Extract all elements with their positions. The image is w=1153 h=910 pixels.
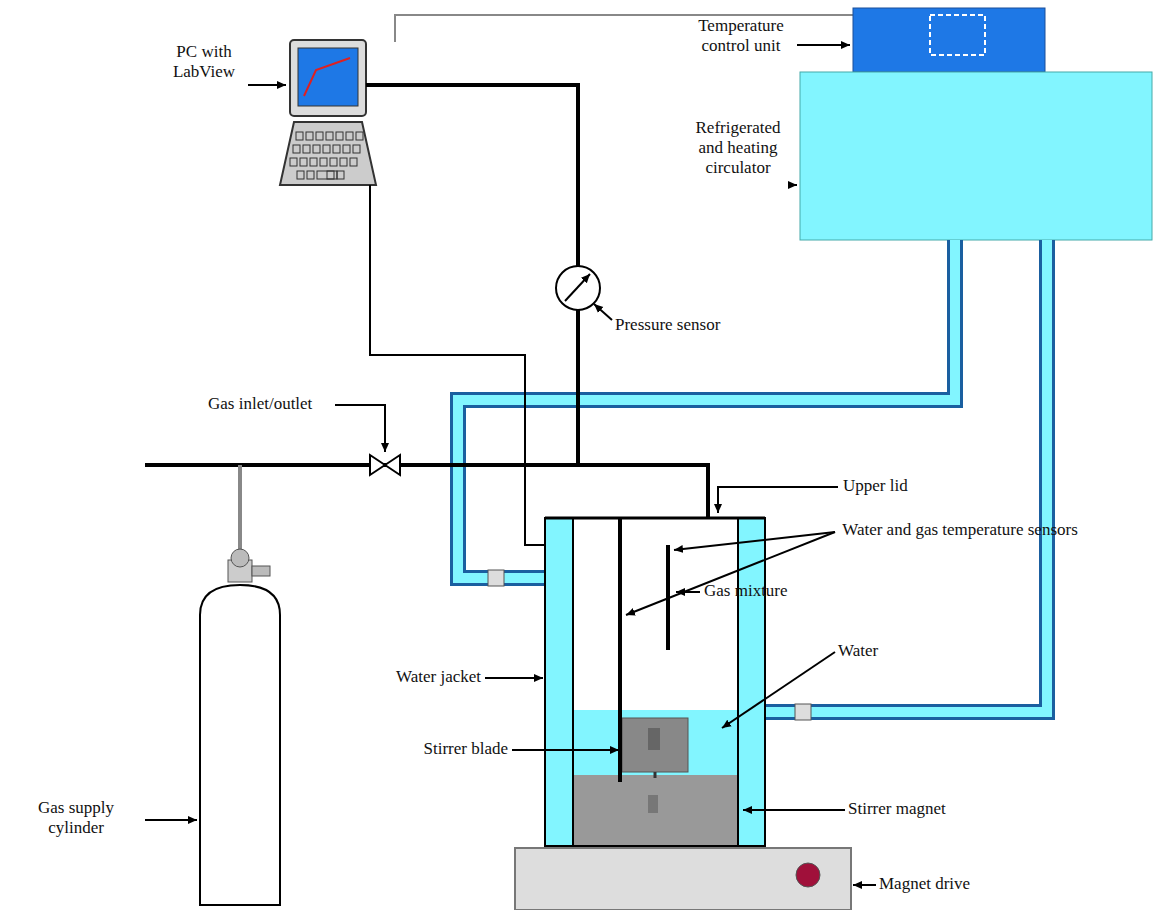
key (326, 132, 333, 140)
temperature-control-unit (853, 8, 1045, 72)
control-display (930, 15, 985, 55)
key (356, 132, 363, 140)
part-label: Water and gas temperature sensors (840, 520, 1080, 540)
key (323, 145, 330, 153)
key (310, 158, 317, 166)
gas-valve (370, 455, 400, 475)
screen-graph (304, 58, 350, 96)
leader-lines (145, 45, 876, 885)
key (340, 158, 347, 166)
key (337, 171, 344, 179)
cylinder-pipe (238, 465, 242, 560)
key (333, 145, 340, 153)
key (317, 171, 337, 179)
coolant-pipe (764, 240, 1047, 712)
key (353, 145, 360, 153)
vessel-wall (737, 518, 739, 905)
cylinder-knob (231, 549, 249, 567)
key (336, 132, 343, 140)
sensor-wire (370, 185, 668, 545)
vessel-wall (572, 518, 574, 905)
drive-knob (796, 863, 820, 887)
key (343, 145, 350, 153)
part-label: Pressure sensor (615, 315, 765, 335)
key (297, 171, 304, 179)
water-temperature-sensor (618, 518, 622, 782)
water-jacket (545, 518, 765, 846)
circulator (800, 72, 1152, 240)
upper-lid (545, 517, 765, 520)
pc-screen (298, 48, 358, 106)
key (327, 171, 334, 179)
key (307, 171, 314, 179)
part-label: Magnet drive (879, 874, 1019, 894)
stirrer-shaft (654, 772, 657, 778)
pressure-line (576, 310, 580, 465)
gauge-needle (565, 274, 590, 301)
part-label: Stirrer magnet (848, 799, 998, 819)
pc-keyboard (280, 122, 376, 185)
key (350, 158, 357, 166)
coolant-pipe (764, 240, 1047, 712)
key (320, 158, 327, 166)
magnet-drive (515, 848, 851, 910)
part-label: Gas mixture (704, 581, 824, 601)
cylinder-outlet (252, 566, 270, 576)
pressure-line (366, 85, 578, 266)
key (303, 145, 310, 153)
water (574, 710, 737, 775)
key (306, 132, 313, 140)
key (313, 145, 320, 153)
key (300, 158, 307, 166)
magnet-core (648, 795, 658, 813)
pipe-fitting (488, 570, 504, 586)
part-label: Gas supply cylinder (11, 798, 141, 838)
key (346, 132, 353, 140)
part-label: PC with LabView (164, 42, 244, 82)
key (296, 132, 303, 140)
key (293, 145, 300, 153)
stirrer-magnet (574, 775, 737, 845)
part-label: Gas inlet/outlet (208, 394, 338, 414)
stirrer-blade (622, 718, 688, 772)
part-label: Stirrer blade (378, 739, 508, 759)
pipe-fitting (795, 704, 811, 720)
part-label: Temperature control unit (685, 16, 797, 56)
gas-line (145, 465, 708, 518)
signal-line (395, 15, 855, 42)
pc-monitor (290, 40, 366, 116)
reactor-vessel (573, 518, 738, 846)
pressure-sensor (556, 266, 600, 310)
key (290, 158, 297, 166)
part-label: Water (838, 641, 918, 661)
key (316, 132, 323, 140)
part-label: Water jacket (361, 667, 481, 687)
gas-cylinder (200, 585, 280, 905)
part-label: Refrigerated and heating circulator (686, 118, 790, 178)
part-label: Upper lid (843, 476, 943, 496)
key (330, 158, 337, 166)
blade-core (648, 728, 660, 750)
